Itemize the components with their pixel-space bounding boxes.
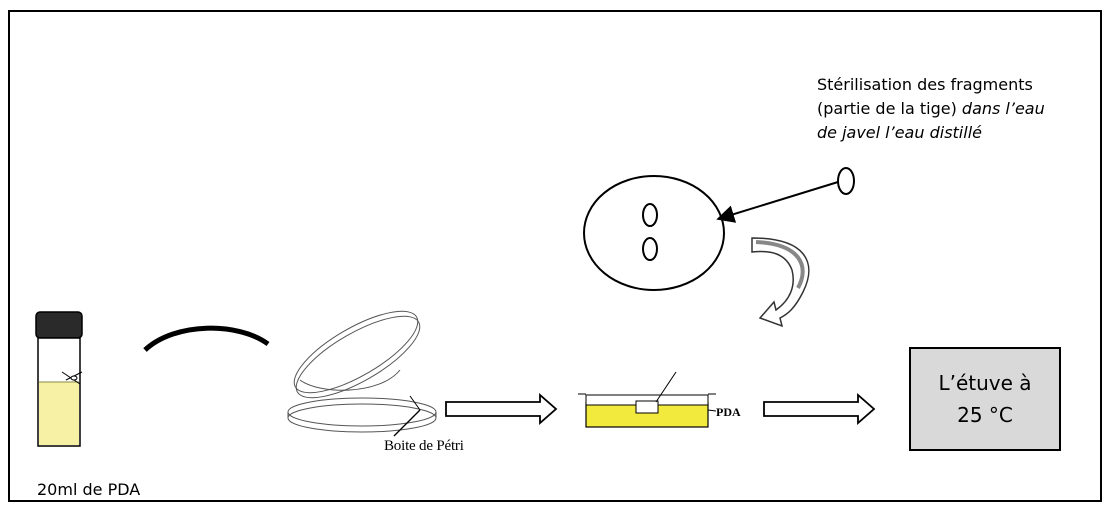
pda-label: PDA — [716, 405, 741, 419]
fragment-arrow — [716, 181, 839, 223]
sterilization-line-2-italic: dans l’eau — [961, 99, 1045, 118]
vial-icon — [35, 311, 83, 447]
curved-arrow-shade — [755, 240, 805, 289]
sterilization-dish-icon — [583, 175, 725, 291]
petri-dish-icon — [287, 310, 437, 437]
petri-dish-label: Boite de Pétri — [384, 438, 464, 454]
hollow-arrow-2 — [763, 393, 876, 425]
sterilization-line-3: de javel l’eau distillé — [817, 121, 1045, 145]
fragment-icon — [837, 167, 855, 195]
sterilization-line-2: (partie de la tige) dans l’eau — [817, 97, 1045, 121]
incubator-box: L’étuve à 25 °C — [909, 347, 1061, 451]
sterilization-line-1: Stérilisation des fragments — [817, 75, 1033, 94]
curved-hollow-arrow — [751, 237, 810, 328]
pda-dish-icon — [578, 371, 717, 428]
vial-label: 20ml de PDA — [37, 480, 141, 499]
pour-arrow — [143, 325, 270, 352]
sterilization-description: Stérilisation des fragments (partie de l… — [817, 73, 1045, 145]
incubator-line-1: L’étuve à — [938, 371, 1032, 395]
hollow-arrow-1 — [445, 393, 558, 425]
sterilization-line-2-plain: (partie de la tige) — [817, 99, 962, 118]
incubator-line-2: 25 °C — [957, 403, 1013, 427]
sterilization-line-3-italic: de javel l’eau distillé — [817, 123, 982, 142]
